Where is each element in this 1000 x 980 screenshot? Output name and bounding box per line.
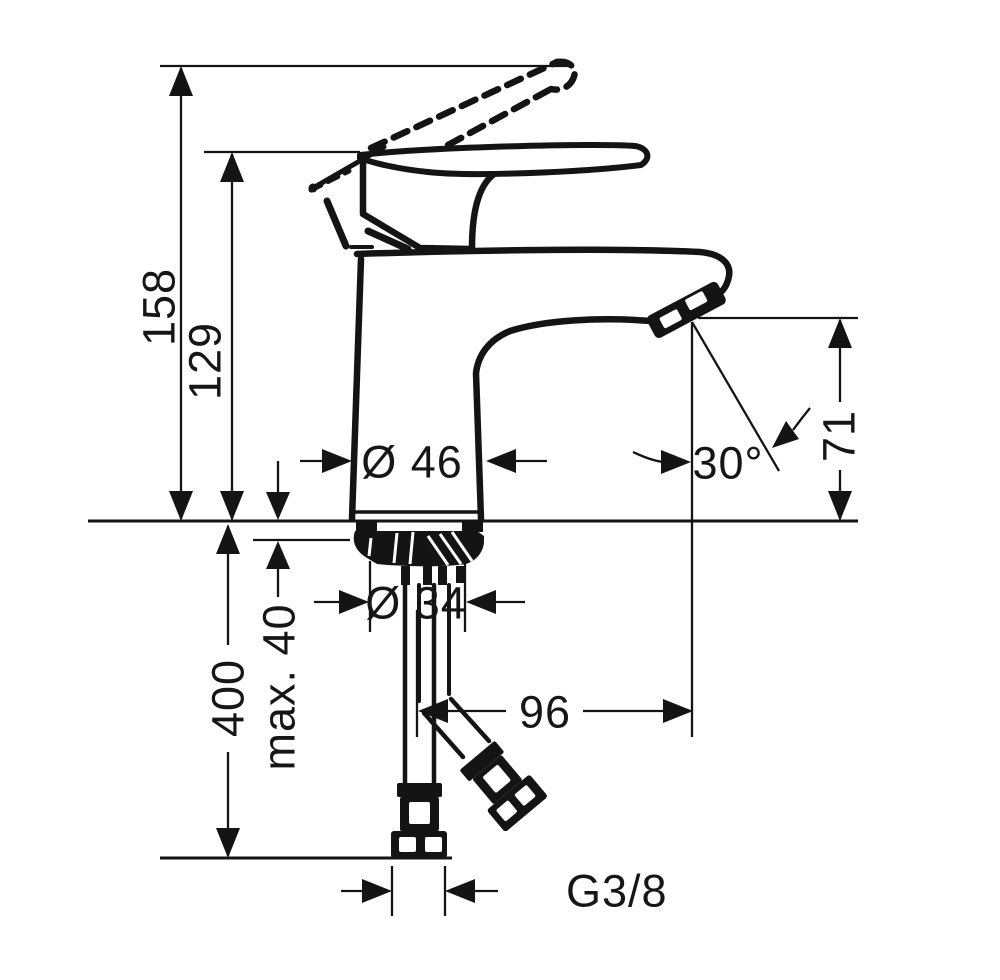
dim-connection-thread-label: G3/8 (566, 866, 668, 917)
dim-handle-height: 129 (180, 150, 360, 521)
dim-hose-length: 400 (203, 524, 254, 858)
dim-max-thickness-label: max. 40 (254, 603, 305, 770)
handle-neck (468, 168, 501, 252)
dim-body-diameter: Ø 46 (300, 437, 547, 488)
dim-max-mounting-thickness: max. 40 (254, 461, 305, 771)
supply-hoses (402, 582, 492, 788)
dim-total-height: 158 (134, 64, 572, 521)
dim-outlet-height-label: 71 (814, 410, 865, 462)
dim-body-diameter-label: Ø 46 (361, 437, 463, 488)
dim-total-height-label: 158 (134, 268, 185, 346)
dim-shank-diameter: Ø 34 (314, 560, 525, 632)
dim-spout-angle: 30° (632, 321, 811, 737)
mounting-hardware (353, 521, 484, 585)
dim-spout-reach: 96 (415, 610, 693, 738)
cartridge-housing (359, 157, 475, 253)
handle-pivot-marks (308, 144, 387, 250)
dim-connection-thread: G3/8 (341, 866, 668, 917)
dim-handle-height-label: 129 (180, 322, 231, 400)
faucet-illustration (88, 58, 858, 860)
dim-shank-diameter-label: Ø 34 (365, 578, 467, 629)
dim-hose-length-label: 400 (203, 659, 254, 737)
hose-connector-right (460, 741, 547, 832)
hose-connector-left (391, 783, 447, 858)
aerator (646, 281, 726, 338)
dim-outlet-height: 71 (698, 316, 865, 521)
mounting-nut (353, 531, 484, 567)
dim-spout-angle-label: 30° (692, 438, 763, 489)
housing-chamfer (364, 227, 412, 253)
angle-line (691, 321, 780, 472)
dim-spout-reach-label: 96 (519, 687, 571, 738)
handle-lever (357, 142, 651, 178)
